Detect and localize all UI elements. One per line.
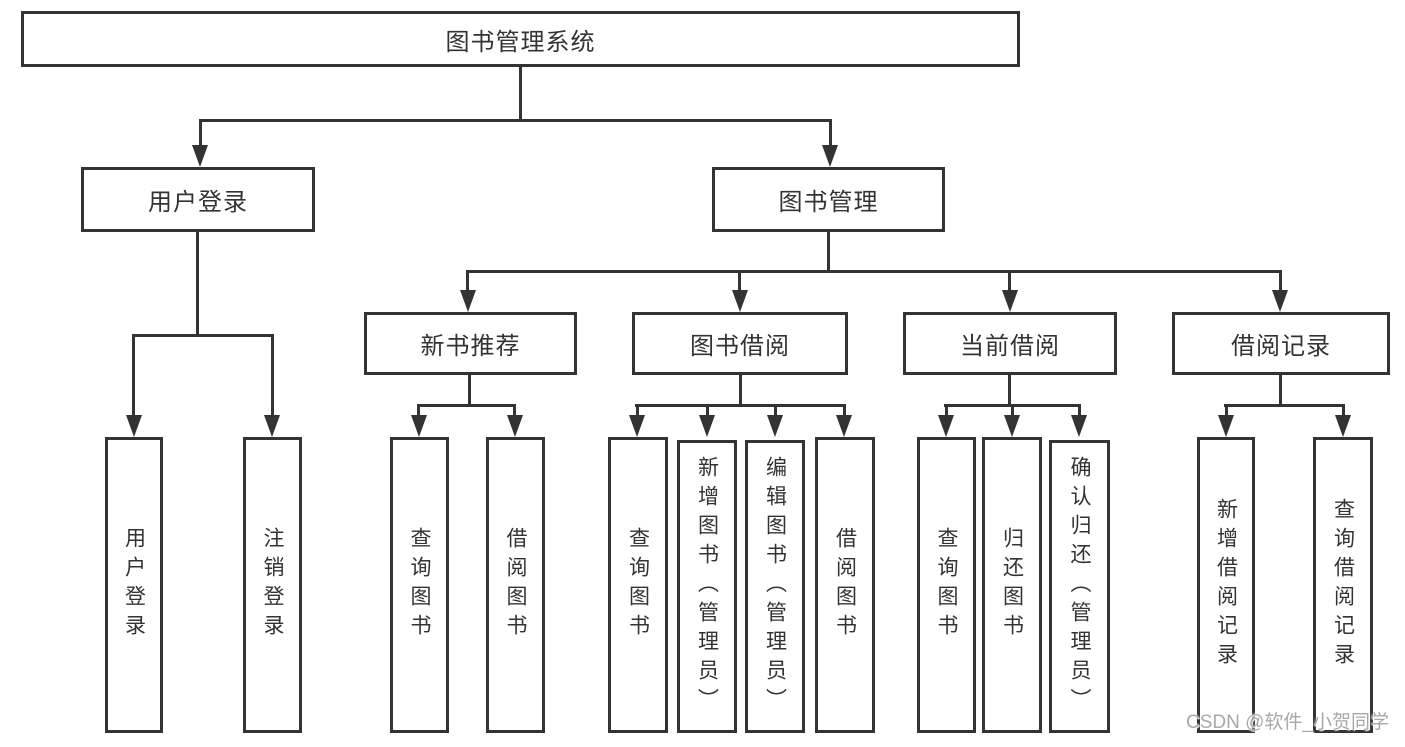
connector-line [466,270,469,292]
connector-line [1279,375,1282,406]
connector-line [738,270,741,292]
arrow-head [126,415,142,437]
leaf-query-book-current: 查询图书 [917,437,976,733]
leaf-edit-book-admin: 编辑图书（管理员） [745,440,805,733]
node-book-management: 图书管理 [712,167,945,232]
arrow-head [1272,290,1288,312]
connector-line [1078,404,1081,417]
connector-line [1011,404,1014,417]
connector-line [196,232,199,336]
node-book-borrow-label: 图书借阅 [690,333,790,360]
connector-line [417,404,420,417]
connector-line [739,375,742,406]
node-book-management-label: 图书管理 [778,189,879,216]
connector-line [519,67,522,120]
arrow-head [507,415,523,437]
arrow-head [1071,415,1087,437]
leaf-add-book-admin: 新增图书（管理员） [677,440,737,733]
node-current-borrow-label: 当前借阅 [960,333,1060,360]
arrow-head [411,415,427,437]
leaf-borrow-book: 借阅图书 [815,437,875,733]
leaf-query-book-recommend: 查询图书 [390,437,449,733]
connector-line [271,334,274,417]
arrow-head [938,415,954,437]
connector-line [132,334,135,417]
connector-line [1008,375,1011,406]
node-book-borrow: 图书借阅 [632,312,848,375]
connector-line [468,375,471,406]
connector-line [827,232,830,273]
arrow-head [699,415,715,437]
arrow-head [767,415,783,437]
connector-line [843,404,846,417]
arrow-head [1218,415,1234,437]
connector-line [635,404,846,407]
arrow-head [460,290,476,312]
arrow-head [836,415,852,437]
node-user-login-label: 用户登录 [148,189,248,216]
connector-line [829,119,832,147]
node-borrow-record: 借阅记录 [1172,312,1390,375]
arrow-head [1002,290,1018,312]
connector-line [1342,404,1345,417]
leaf-add-borrow-record: 新增借阅记录 [1197,437,1255,733]
leaf-return-book: 归还图书 [982,437,1042,733]
connector-line [199,119,831,122]
arrow-head [732,290,748,312]
connector-line [466,270,1282,273]
connector-line [1008,270,1011,292]
connector-line [945,404,948,417]
connector-line [513,404,516,417]
leaf-borrow-book-recommend: 借阅图书 [486,437,545,733]
node-borrow-record-label: 借阅记录 [1231,333,1331,360]
connector-line [132,334,274,337]
leaf-user-login: 用户登录 [105,437,163,733]
connector-line [636,404,639,417]
connector-line [706,404,709,417]
connector-line [1225,404,1228,417]
leaf-query-borrow-record: 查询借阅记录 [1313,437,1373,733]
arrow-head [264,415,280,437]
node-new-book-recommend: 新书推荐 [364,312,577,375]
connector-line [199,119,202,147]
csdn-watermark: CSDN @软件_小贺同学 [1186,712,1389,733]
leaf-query-book-borrow: 查询图书 [608,437,668,733]
connector-line [1224,404,1345,407]
node-new-book-recommend-label: 新书推荐 [420,333,521,360]
arrow-head [822,145,838,167]
node-root-label: 图书管理系统 [445,28,596,56]
node-current-borrow: 当前借阅 [903,312,1117,375]
connector-line [1279,270,1282,292]
node-root: 图书管理系统 [21,11,1020,67]
arrow-head [629,415,645,437]
arrow-head [1335,415,1351,437]
leaf-confirm-return-admin: 确认归还（管理员） [1049,440,1110,733]
connector-line [417,404,516,407]
arrow-head [1004,415,1020,437]
leaf-logout: 注销登录 [243,437,302,733]
node-user-login: 用户登录 [81,167,315,232]
arrow-head [192,145,208,167]
connector-line [774,404,777,417]
